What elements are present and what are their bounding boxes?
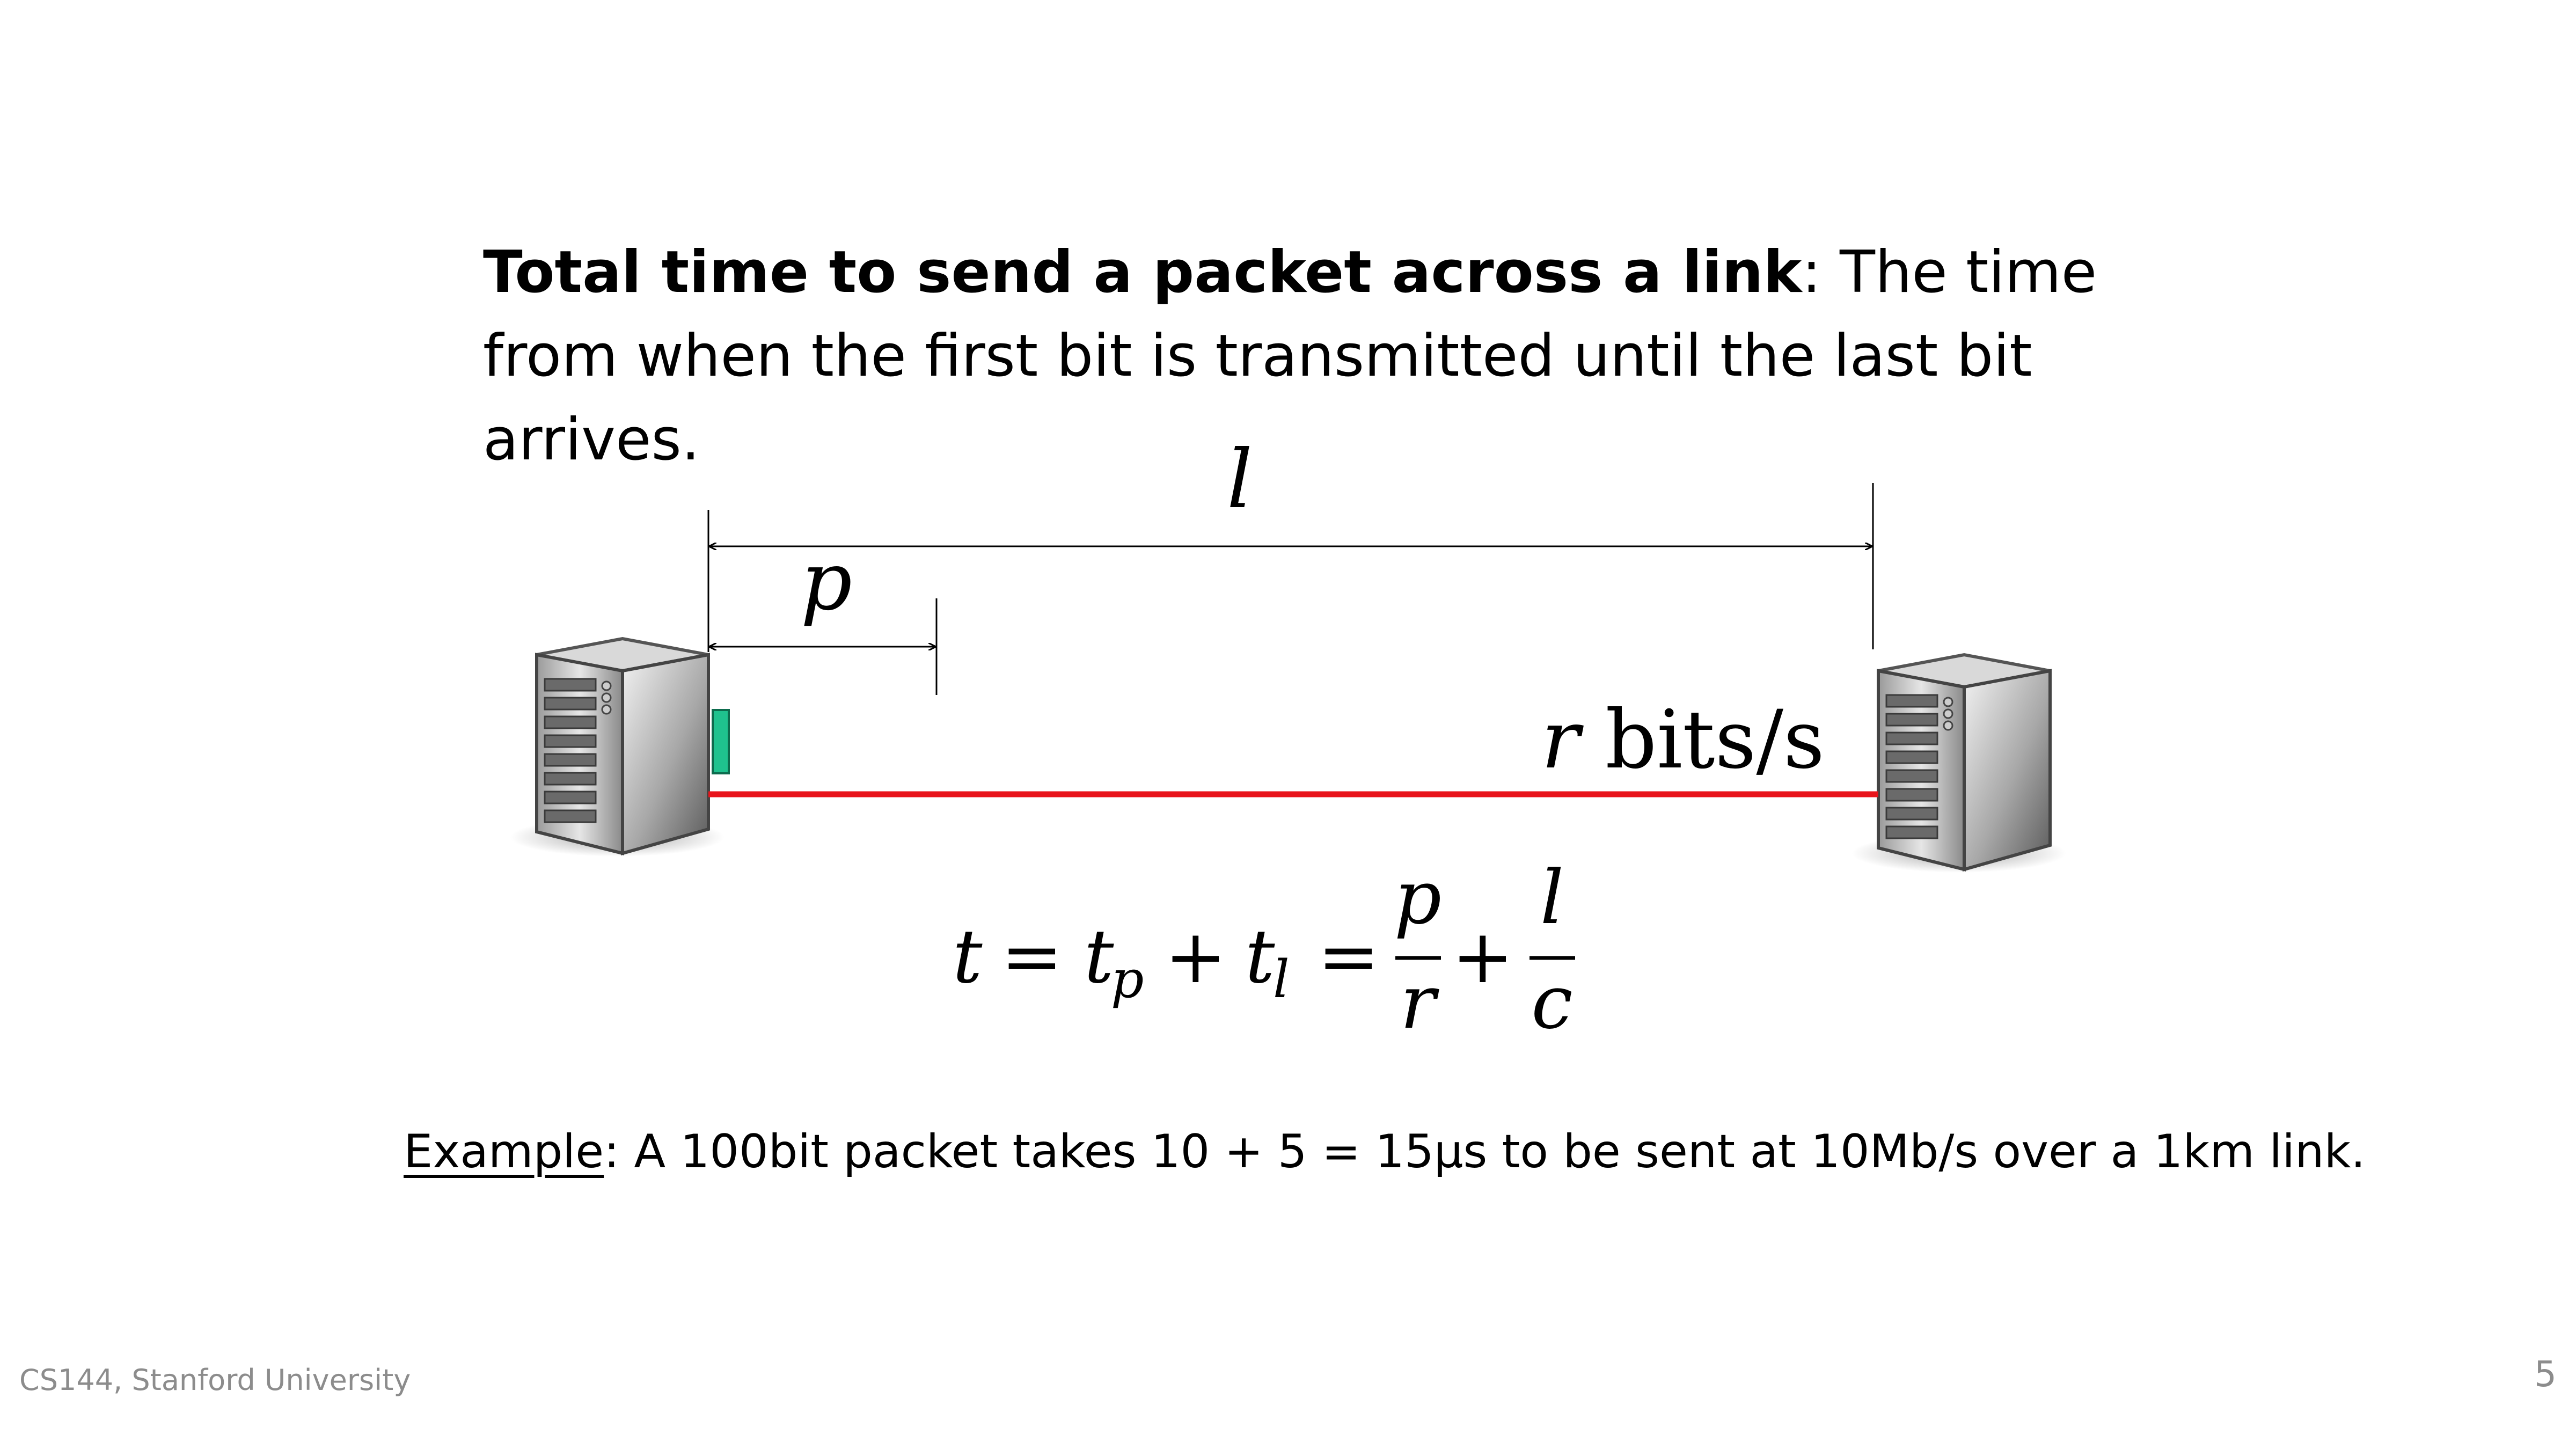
example-text: Example: A 100bit packet takes 10 + 5 = …	[404, 1119, 2366, 1184]
formula-eq2: =	[1318, 913, 1380, 1000]
formula-den1: r	[1400, 959, 1439, 1045]
label-p: p	[801, 535, 852, 628]
definition-text: Total time to send a packet across a lin…	[483, 231, 2200, 482]
formula-tp: t	[1084, 913, 1114, 1000]
rate-label: r bits/s	[1541, 693, 1825, 787]
formula-t: t	[953, 913, 983, 1000]
formula-num1: p	[1394, 854, 1441, 941]
formula: t = t p + t l = p r + l c	[953, 854, 1575, 1045]
formula-num2: l	[1540, 854, 1564, 941]
slide-number: 5	[2534, 1353, 2557, 1395]
formula-eq1: =	[1001, 913, 1063, 1000]
formula-plus2: +	[1452, 913, 1514, 1000]
packet	[712, 709, 730, 774]
definition-body: : The time from when the first bit is tr…	[483, 239, 2097, 473]
example-body: : A 100bit packet takes 10 + 5 = 15μs to…	[604, 1125, 2366, 1179]
formula-plus1: +	[1165, 913, 1227, 1000]
definition-term: Total time to send a packet across a lin…	[483, 239, 1802, 306]
rate-var: r	[1541, 693, 1584, 787]
server-left-icon	[510, 636, 724, 857]
formula-tl: t	[1245, 913, 1275, 1000]
footer-course: CS144, Stanford University	[19, 1363, 411, 1397]
rate-unit: bits/s	[1580, 693, 1825, 787]
formula-den2: c	[1531, 959, 1572, 1045]
server-right-icon	[1851, 653, 2066, 873]
formula-sub-p: p	[1111, 949, 1144, 1009]
formula-sub-l: l	[1273, 949, 1290, 1009]
example-label: Example	[404, 1125, 604, 1179]
label-l: l	[1227, 433, 1253, 526]
